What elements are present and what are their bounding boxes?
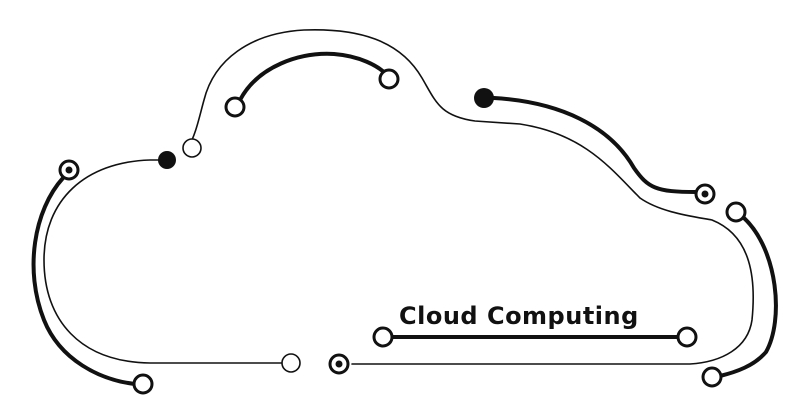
circuit-nodes (58, 68, 747, 395)
node-left-target-center (65, 166, 73, 174)
illustration-title: Cloud Computing (399, 302, 639, 330)
node-right-outer-top (725, 201, 747, 223)
node-right-target-center (701, 190, 709, 198)
trace-right-outer-arc (718, 216, 778, 378)
node-filled-right (474, 88, 494, 108)
node-ring-left-small (182, 138, 202, 158)
circuit-traces (31, 51, 778, 386)
node-bottom-target-center (335, 360, 343, 368)
trace-top-arc (238, 51, 388, 102)
node-filled-left (158, 151, 176, 169)
cloud-outline-top-arch (187, 28, 755, 365)
node-bottom-gap-left (281, 353, 301, 373)
cloud-outline (43, 28, 755, 365)
node-underline-right (676, 326, 698, 348)
node-left-bottom (132, 373, 154, 395)
cloud-outline-left-lobe (43, 159, 283, 364)
trace-left-arc (31, 176, 137, 386)
node-right-outer-bottom (701, 366, 723, 388)
node-underline-left (372, 326, 394, 348)
trace-right-upper-arc (492, 96, 698, 194)
node-top-arc-left (224, 96, 246, 118)
node-top-arc-right (378, 68, 400, 90)
